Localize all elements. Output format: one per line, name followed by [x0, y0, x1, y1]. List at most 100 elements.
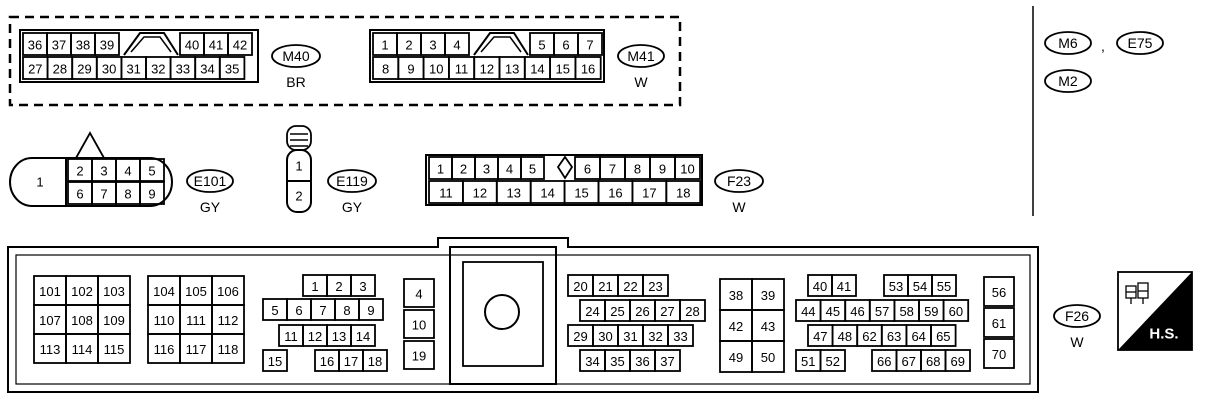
f26-id: F26	[1065, 308, 1089, 324]
f26-pin-label: 103	[103, 284, 125, 299]
m40-pin-label: 37	[52, 38, 66, 53]
f26-pin: 105	[179, 275, 213, 306]
m40-pin-label: 35	[225, 62, 239, 77]
f23-pin-label: 5	[529, 162, 536, 177]
f23-pin-label: 8	[634, 162, 641, 177]
f26-pin-label: 12	[308, 329, 322, 344]
e101-pin: 3	[91, 158, 117, 182]
f23-pin-label: 7	[609, 162, 616, 177]
f26-pin-label: 104	[153, 284, 175, 299]
f26-pin-label: 61	[992, 316, 1006, 331]
m41-pin-label: 7	[586, 38, 593, 53]
f26-pin: 56	[983, 276, 1015, 307]
f26-pin: 65	[930, 324, 957, 347]
m41-pin: 11	[447, 56, 476, 80]
f23-pin-label: 13	[507, 186, 521, 201]
f23-pin: 13	[495, 180, 532, 204]
f26-pin: 4	[403, 278, 435, 308]
m41-pin-label: 11	[455, 62, 469, 77]
f26-pin: 26	[629, 299, 656, 322]
e101-pin-main: 1	[36, 175, 43, 190]
f23-pin: 1	[428, 156, 453, 180]
e119-id-bubble	[327, 169, 377, 193]
f23-pin-label: 3	[483, 162, 490, 177]
f26-pin-label: 44	[801, 304, 815, 319]
m41-id: M41	[627, 48, 654, 64]
f26-pin: 55	[931, 274, 957, 297]
m41-pin: 1	[372, 32, 398, 56]
m40-pin-label: 27	[28, 62, 42, 77]
f26-pin-label: 20	[573, 279, 587, 294]
f26-pin: 103	[97, 275, 131, 306]
f26-pin: 69	[944, 349, 971, 372]
e75-ref-bubble	[1116, 31, 1164, 55]
f26-pin: 34	[579, 349, 606, 372]
e101-pin: 4	[115, 158, 141, 182]
f23-pin-label: 14	[540, 186, 554, 201]
f26-pin: 27	[654, 299, 681, 322]
m41-id-bubble	[617, 44, 665, 68]
f26-pin-label: 41	[837, 279, 851, 294]
f26-pin: 1	[302, 274, 328, 297]
e101-pin-label: 9	[148, 187, 155, 202]
e101-pin-label: 7	[100, 187, 107, 202]
f23-pin: 2	[451, 156, 476, 180]
m40-pin-label: 38	[76, 38, 90, 53]
m41-pin: 8	[372, 56, 400, 80]
f26-pin: 112	[211, 304, 245, 335]
f26-pin-label: 6	[295, 303, 302, 318]
f26-pin: 36	[629, 349, 656, 372]
e101-pin-label: 8	[124, 187, 131, 202]
f26-pin: 54	[907, 274, 933, 297]
f23-id: F23	[727, 173, 751, 189]
e101-pin-label: 2	[76, 164, 83, 179]
f26-pin-label: 10	[412, 318, 426, 333]
f26-pin-label: 57	[875, 304, 889, 319]
f23-pin: 7	[599, 156, 626, 180]
f23-pin: 8	[624, 156, 651, 180]
f26-pin: 49	[719, 340, 753, 373]
f26-pin: 16	[314, 349, 340, 372]
f26-pin-label: 32	[648, 329, 662, 344]
f26-pin-label: 58	[899, 304, 913, 319]
f26-pin-label: 25	[610, 304, 624, 319]
m41-pin-label: 8	[382, 62, 389, 77]
f26-pin-label: 7	[319, 303, 326, 318]
f26-pin: 17	[338, 349, 364, 372]
f26-pin: 5	[262, 298, 288, 321]
f26-pin: 45	[819, 299, 847, 322]
f26-pin-label: 118	[218, 342, 239, 357]
f26-pin: 117	[179, 333, 213, 364]
f23-pin: 15	[563, 180, 600, 204]
f26-pin: 8	[334, 298, 360, 321]
f26-pin-label: 16	[320, 354, 334, 369]
m41-color: W	[634, 74, 648, 90]
f26-pin-label: 112	[218, 313, 239, 328]
m40-pin-label: 30	[102, 62, 116, 77]
f23-pin: 16	[597, 180, 634, 204]
ref-separator: ,	[1101, 38, 1105, 54]
f26-pin-label: 22	[623, 279, 637, 294]
m41-pin-label: 14	[530, 62, 544, 77]
f26-id-bubble	[1053, 304, 1101, 328]
f26-pin-label: 110	[154, 313, 175, 328]
e101-pin-label: 5	[148, 164, 155, 179]
f26-pin: 104	[147, 275, 181, 306]
m40-pin: 34	[194, 56, 221, 80]
f26-pin: 3	[350, 274, 376, 297]
m41-pin-label: 16	[581, 62, 595, 77]
f26-pin-label: 39	[761, 288, 775, 303]
m41-lock-tab	[473, 32, 529, 56]
f23-pin: 11	[428, 180, 464, 204]
f23-pin: 10	[674, 156, 701, 180]
f26-pin: 47	[807, 324, 834, 347]
m41-pin: 9	[397, 56, 425, 80]
m41-pin-label: 6	[562, 38, 569, 53]
f26-pin: 109	[97, 304, 131, 335]
m41-pin-label: 9	[407, 62, 414, 77]
f26-pin-label: 52	[826, 354, 840, 369]
connector-plug-icon	[1125, 282, 1149, 304]
m40-pin: 37	[46, 32, 72, 56]
m40-body	[19, 29, 259, 83]
f26-pin: 60	[942, 299, 970, 322]
